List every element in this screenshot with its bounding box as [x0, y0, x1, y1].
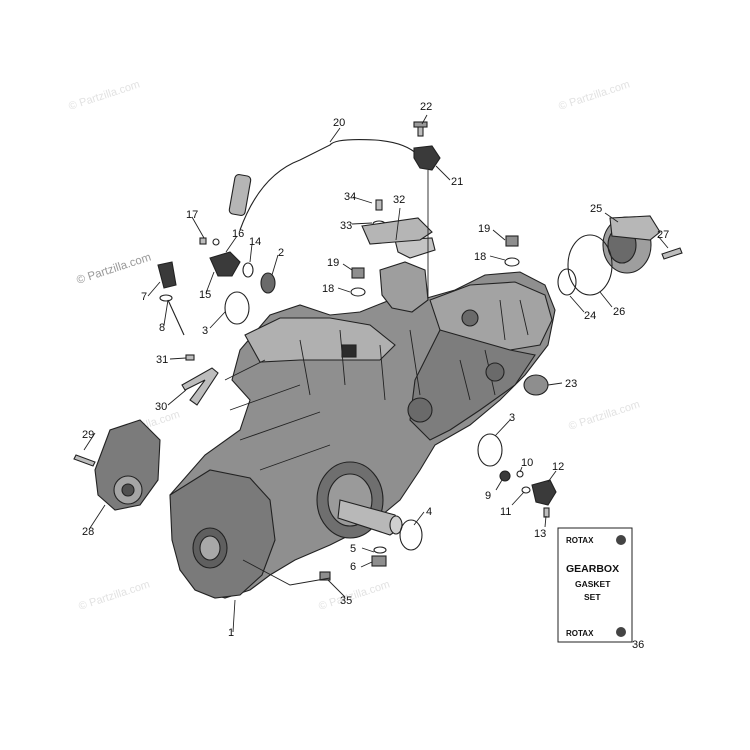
callout-15: 15 [199, 289, 211, 301]
callout-29: 29 [82, 429, 94, 441]
callout-30: 30 [155, 401, 167, 413]
callout-3: 3 [509, 412, 515, 424]
callout-3: 3 [202, 325, 208, 337]
callout-4: 4 [426, 506, 432, 518]
callout-19: 19 [478, 223, 490, 235]
bearing-housing [602, 215, 661, 274]
faint-watermark: © Partzilla.com [67, 79, 141, 113]
callout-34: 34 [344, 191, 356, 203]
callout-17: 17 [186, 209, 198, 221]
callout-2: 2 [278, 247, 284, 259]
callout-7: 7 [141, 291, 147, 303]
brand-logo [616, 535, 626, 545]
partzilla-watermark: © Partzilla.com [75, 251, 152, 286]
callout-21: 21 [451, 176, 463, 188]
faint-watermark: © Partzilla.com [567, 399, 641, 433]
callout-25: 25 [590, 203, 602, 215]
callout-labels: 1 2 3 3 4 5 6 7 8 9 10 11 12 13 14 15 16… [82, 101, 669, 651]
leader-lines [83, 114, 669, 633]
callout-27: 27 [657, 229, 669, 241]
callout-36: 36 [632, 639, 644, 651]
gearbox-housing [169, 237, 556, 599]
callout-18: 18 [322, 283, 334, 295]
callout-5: 5 [350, 543, 356, 555]
callout-11: 11 [500, 506, 511, 518]
gasket-set-package: ROTAX GEARBOX GASKET SET ROTAX [557, 527, 633, 643]
side-cover [94, 419, 161, 511]
callout-13: 13 [534, 528, 546, 540]
gasket-title-line3: SET [584, 592, 601, 602]
callout-14: 14 [249, 236, 261, 248]
brand-logo [616, 627, 626, 637]
brand-label-top: ROTAX [566, 536, 594, 545]
callout-33: 33 [340, 220, 352, 232]
callout-31: 31 [156, 354, 168, 366]
callout-10: 10 [521, 457, 533, 469]
callout-9: 9 [485, 490, 491, 502]
gasket-title-line1: GEARBOX [566, 563, 619, 575]
callout-26: 26 [613, 306, 625, 318]
callout-8: 8 [159, 322, 165, 334]
gasket-title-line2: GASKET [575, 579, 611, 589]
faint-watermark: © Partzilla.com [77, 579, 151, 613]
callout-35: 35 [340, 595, 352, 607]
brand-label-bottom: ROTAX [566, 629, 594, 638]
callout-16: 16 [232, 228, 244, 240]
callout-22: 22 [420, 101, 432, 113]
callout-12: 12 [552, 461, 564, 473]
callout-23: 23 [565, 378, 577, 390]
faint-watermark: © Partzilla.com [557, 79, 631, 113]
callout-18: 18 [474, 251, 486, 263]
callout-24: 24 [584, 310, 596, 322]
callout-28: 28 [82, 526, 94, 538]
callout-1: 1 [228, 627, 234, 639]
callout-19: 19 [327, 257, 339, 269]
callout-32: 32 [393, 194, 405, 206]
callout-20: 20 [333, 117, 345, 129]
callout-6: 6 [350, 561, 356, 573]
faint-watermark: © Partzilla.com [317, 579, 391, 613]
